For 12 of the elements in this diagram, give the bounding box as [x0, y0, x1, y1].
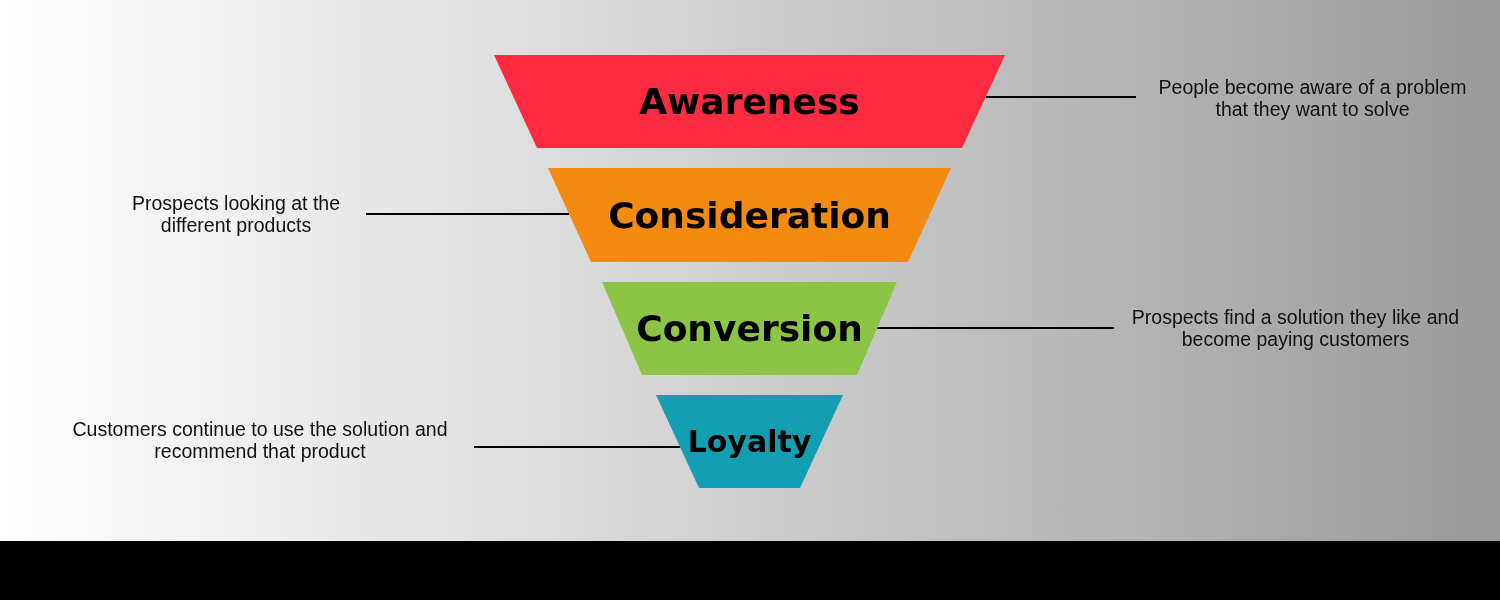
- stage-description: Prospects find a solution they like and become paying customers: [1118, 306, 1473, 350]
- stage-label: Conversion: [636, 308, 863, 349]
- stage-description: People become aware of a problem that they want to solve: [1140, 76, 1485, 120]
- leader-line: [876, 327, 1115, 329]
- stage-label: Awareness: [639, 81, 860, 122]
- stage-description: Customers continue to use the solution and recommend that product: [50, 418, 470, 462]
- stage-label: Loyalty: [687, 424, 812, 459]
- leader-line: [984, 96, 1137, 98]
- stage-label: Consideration: [608, 194, 891, 236]
- leader-line: [473, 446, 682, 448]
- stage-description: Prospects looking at the different products: [110, 192, 362, 236]
- leader-line: [365, 213, 571, 215]
